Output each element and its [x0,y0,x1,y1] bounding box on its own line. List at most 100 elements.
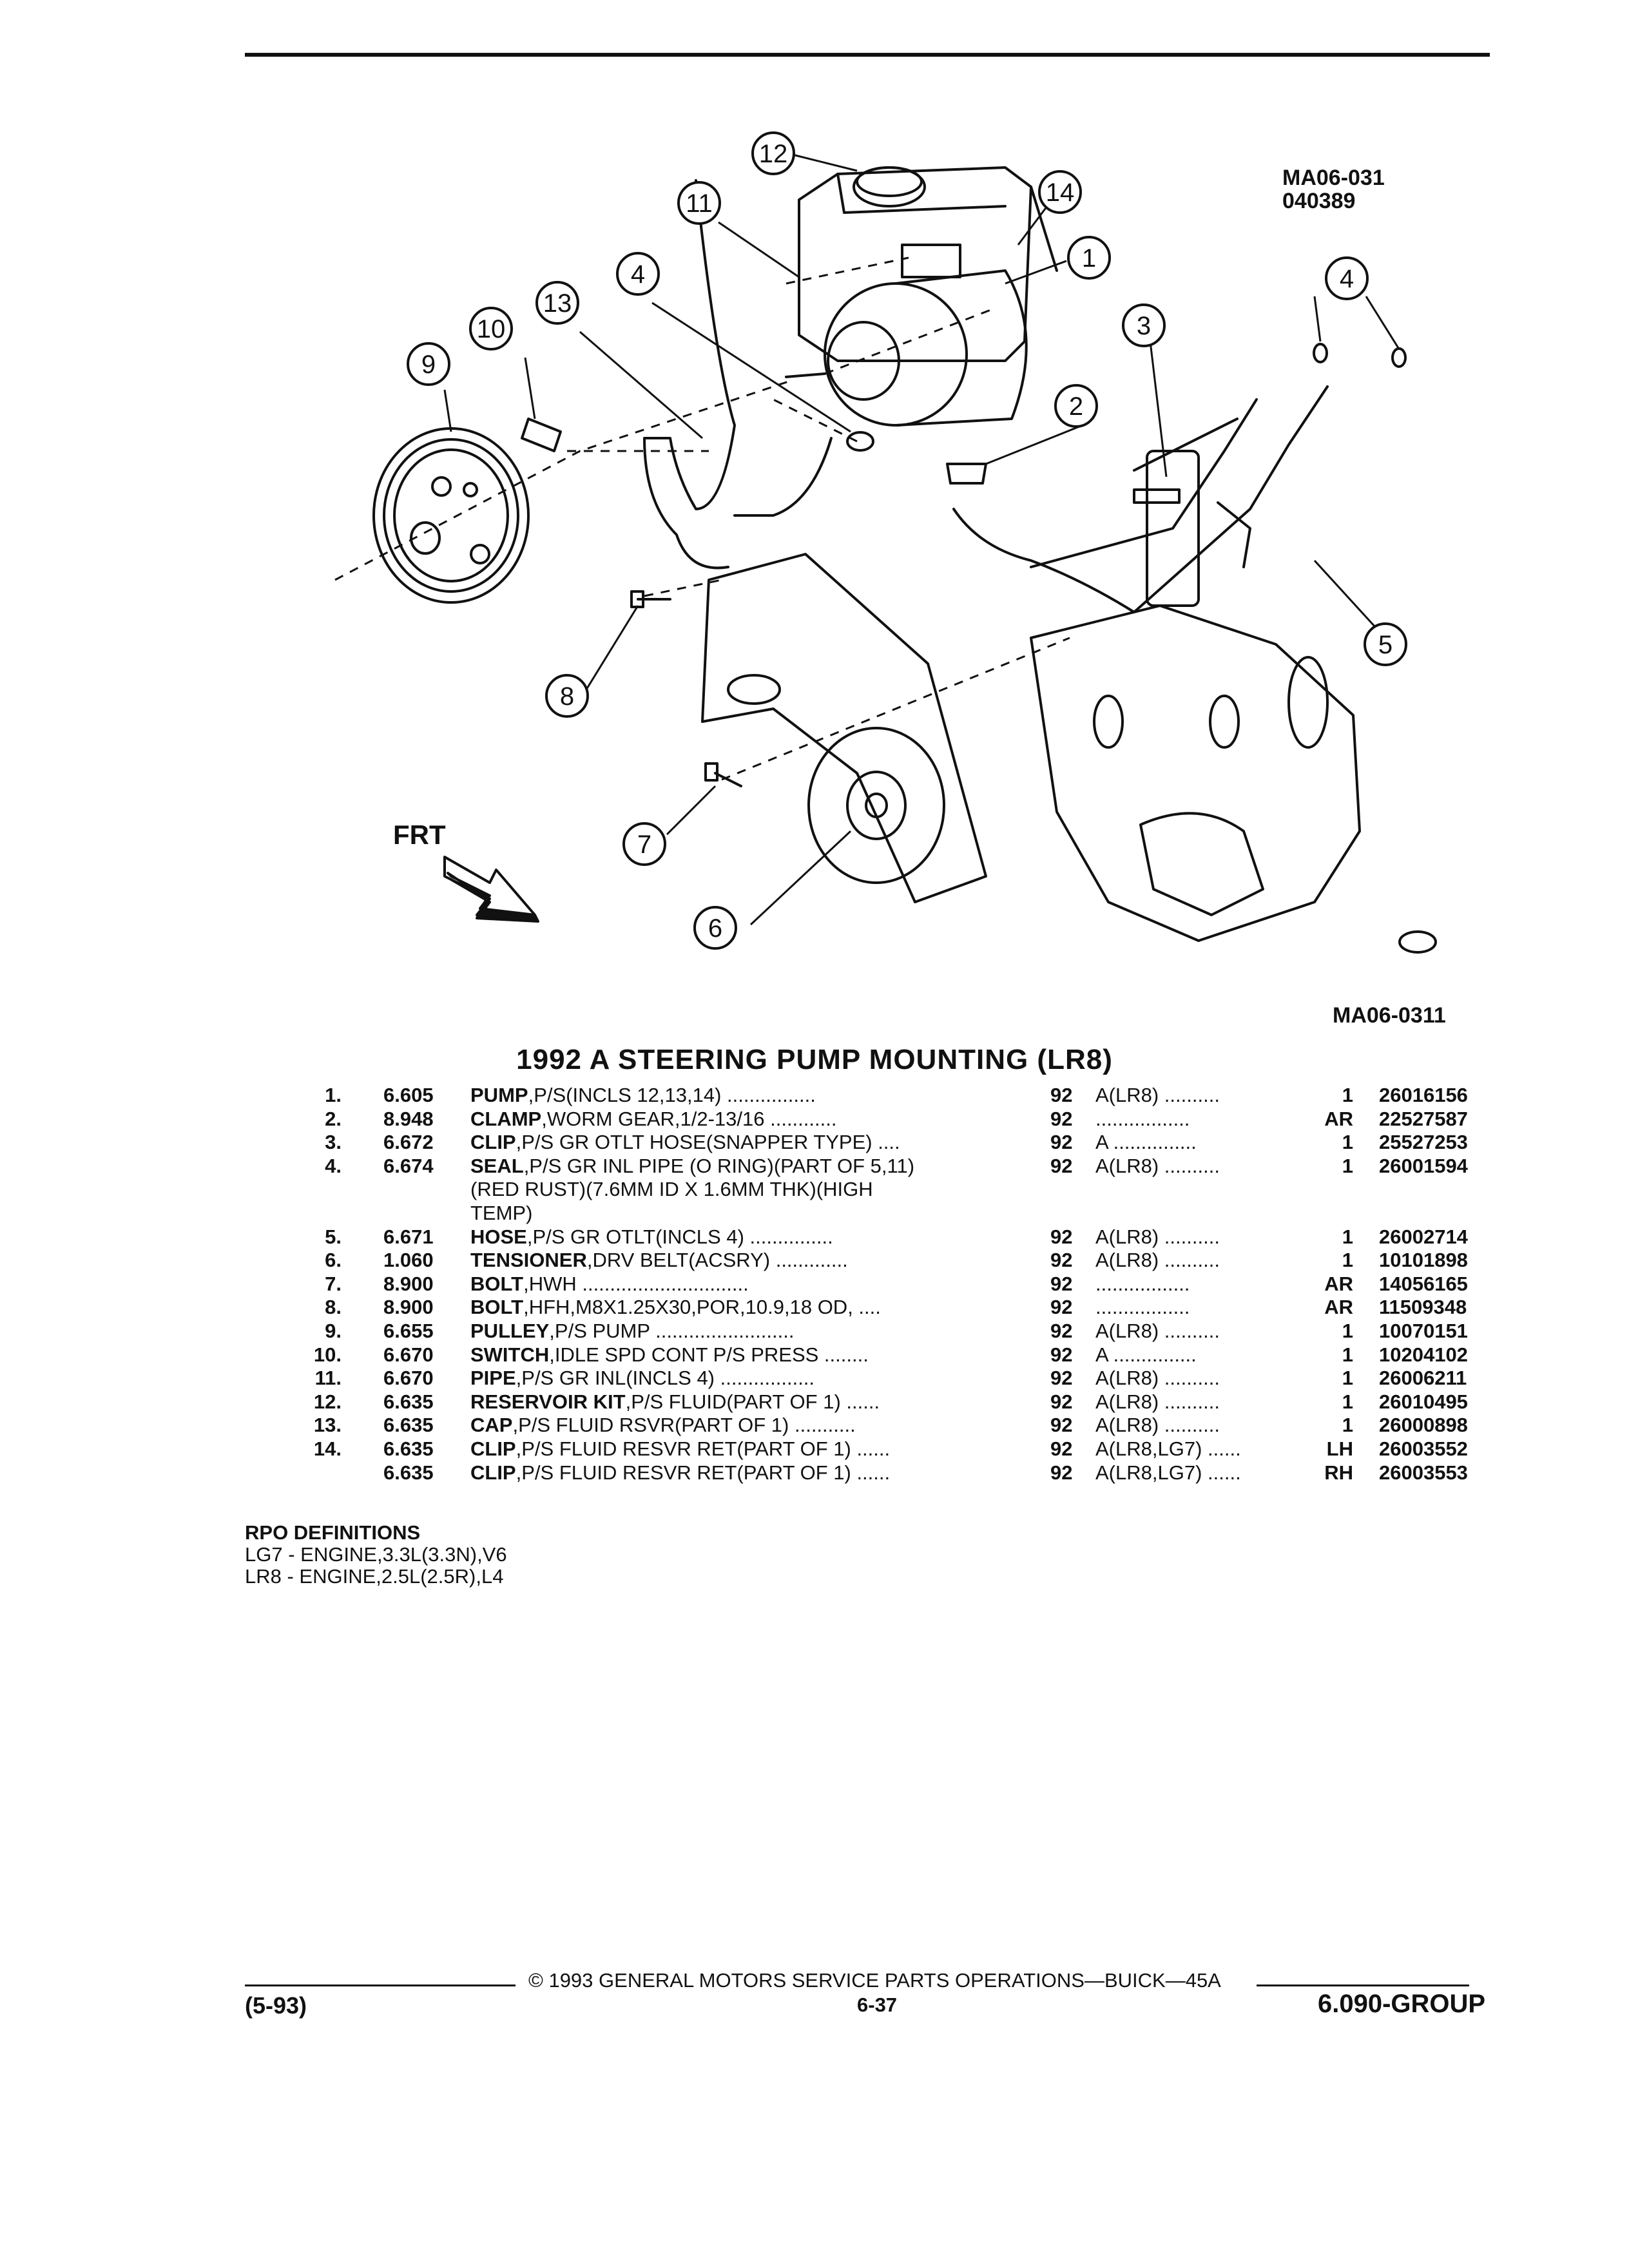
callout-7: 7 [622,822,666,866]
part-description: PULLEY,P/S PUMP ........................… [470,1320,794,1343]
quantity: AR [1324,1296,1353,1319]
part-detail: ,P/S GR INL(INCLS 4) ................. [516,1367,815,1390]
part-number: 25527253 [1379,1131,1468,1154]
svg-text:4: 4 [631,260,645,289]
model-year: 92 [1050,1319,1073,1342]
part-number: 26010495 [1379,1390,1468,1413]
footer-rule-left [245,1984,516,1986]
revision-date: (5-93) [245,1992,307,2019]
part-description: BOLT,HWH .............................. [470,1273,749,1296]
callout-2: 2 [1054,384,1098,428]
callout-4b: 4 [1325,256,1369,300]
model-year: 92 [1050,1343,1073,1366]
model-year: 92 [1050,1154,1073,1177]
part-name: BOLT [470,1272,524,1295]
model-year: 92 [1050,1131,1073,1154]
callout-3: 3 [1122,303,1166,347]
diagram-code-bottom: MA06-0311 [1333,1003,1446,1028]
part-detail: ,P/S GR INL PIPE (O RING)(PART OF 5,11) [523,1154,915,1177]
model-code: ................. [1095,1296,1190,1319]
callout-9: 9 [407,342,450,386]
part-number: 11509348 [1379,1296,1467,1319]
model-year: 92 [1050,1225,1073,1248]
model-code: A(LR8,LG7) ...... [1095,1437,1241,1460]
part-description: PUMP,P/S(INCLS 12,13,14) ...............… [470,1084,816,1107]
copyright-line: © 1993 GENERAL MOTORS SERVICE PARTS OPER… [528,1969,1221,1992]
quantity: RH [1324,1461,1353,1484]
part-name: CLIP [470,1131,516,1154]
group-number: 6.672 [383,1131,434,1154]
part-detail: ,P/S FLUID RSVR(PART OF 1) ........... [512,1414,856,1437]
callout-13: 12 [751,131,795,175]
part-description: CAP,P/S FLUID RSVR(PART OF 1) ..........… [470,1414,856,1437]
part-detail: ,P/S PUMP ......................... [549,1319,795,1342]
model-year: 92 [1050,1414,1073,1437]
item-number: 14. [313,1437,342,1460]
part-name: CLIP [470,1461,516,1484]
svg-text:9: 9 [421,351,436,379]
part-name: PUMP [470,1084,528,1106]
group-number: 6.635 [383,1390,434,1413]
part-detail: ,P/S FLUID(PART OF 1) ...... [625,1390,880,1413]
quantity: LH [1326,1437,1353,1460]
svg-text:5: 5 [1378,631,1393,659]
part-description: TENSIONER,DRV BELT(ACSRY) ............. [470,1249,848,1272]
quantity: 1 [1342,1367,1353,1390]
model-code: A(LR8) .......... [1095,1249,1220,1272]
power-steering-pump-illustration: FRT 12 11 14 1 4 13 10 9 3 2 4 5 8 7 6 [334,131,1437,954]
part-detail: ,P/S FLUID RESVR RET(PART OF 1) ...... [516,1437,891,1460]
svg-text:11: 11 [686,189,713,218]
item-number: 5. [325,1225,342,1248]
diagram-code: MA06-031 [1282,166,1385,190]
part-description: CLIP,P/S GR OTLT HOSE(SNAPPER TYPE) .... [470,1131,900,1154]
part-detail: ,P/S FLUID RESVR RET(PART OF 1) ...... [516,1461,891,1484]
group-number: 6.655 [383,1319,434,1342]
item-number: 10. [313,1343,342,1366]
part-name: TENSIONER [470,1249,587,1272]
part-number: 26003553 [1379,1461,1468,1484]
part-name: SWITCH [470,1343,550,1366]
page-title: 1992 A STEERING PUMP MOUNTING (LR8) [516,1044,1113,1075]
group-number: 6.605 [383,1084,434,1106]
svg-text:12: 12 [759,140,788,168]
callout-11: 13 [535,281,579,325]
part-description: SWITCH,IDLE SPD CONT P/S PRESS ........ [470,1343,869,1367]
group-number: 1.060 [383,1249,434,1272]
group-number: 6.670 [383,1367,434,1390]
svg-text:14: 14 [1046,178,1075,207]
model-year: 92 [1050,1296,1073,1319]
part-description: PIPE,P/S GR INL(INCLS 4) ...............… [470,1367,815,1390]
item-number: 3. [325,1131,342,1154]
svg-text:1: 1 [1082,244,1096,273]
group-number: 6.635 [383,1461,434,1484]
item-number: 9. [325,1319,342,1342]
quantity: AR [1324,1107,1353,1130]
part-description-continued: (RED RUST)(7.6MM ID X 1.6MM THK)(HIGH [470,1178,873,1201]
front-label: FRT [393,820,446,850]
part-detail: ,HFH,M8X1.25X30,POR,10.9,18 OD, .... [523,1296,881,1319]
page-number: 6-37 [857,1994,898,2016]
svg-text:8: 8 [560,682,574,711]
model-year: 92 [1050,1390,1073,1413]
part-name: RESERVOIR KIT [470,1390,626,1413]
group-number: 8.900 [383,1296,434,1319]
part-name: CLIP [470,1437,516,1460]
svg-text:2: 2 [1069,392,1083,421]
group-number: 8.900 [383,1272,434,1295]
callout-4a: 4 [616,252,660,296]
part-description: CLAMP,WORM GEAR,1/2-13/16 ............ [470,1108,836,1131]
callout-14: 14 [1038,170,1082,214]
group-number: 6.635 [383,1414,434,1437]
model-year: 92 [1050,1272,1073,1295]
part-name: HOSE [470,1225,527,1248]
part-detail: ,HWH .............................. [523,1272,749,1295]
